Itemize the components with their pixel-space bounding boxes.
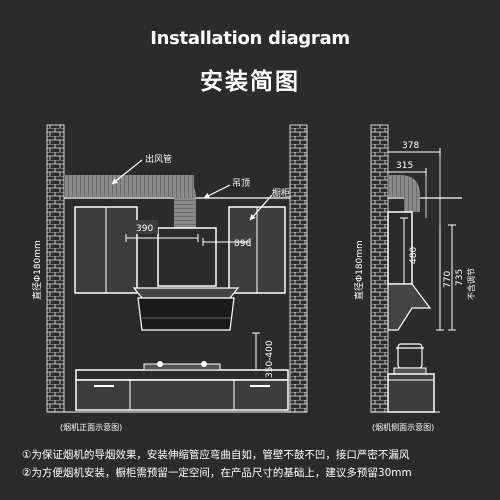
duct-vertical bbox=[174, 198, 196, 228]
countertop bbox=[75, 369, 289, 381]
dim-735-label: 735 bbox=[455, 269, 465, 286]
side-diameter-label: 直径Φ180mm bbox=[353, 240, 365, 300]
front-diameter-label: 直径Φ180mm bbox=[31, 240, 43, 300]
dim-height-label: 350-400 bbox=[265, 340, 275, 378]
label-duct: 出风管 bbox=[145, 153, 172, 165]
pointer-cabinet bbox=[249, 194, 273, 221]
side-note-adjustable: 不含调节 bbox=[466, 268, 476, 300]
note-1: ①为保证烟机的导烟效果，安装伸缩管应弯曲自如，管壁不鼓不凹，接口严密不漏风 bbox=[22, 449, 410, 461]
hood-chimney bbox=[157, 227, 217, 287]
front-wall-left bbox=[46, 124, 65, 413]
title-english: Installation diagram bbox=[150, 28, 350, 49]
pointer-ceiling bbox=[203, 184, 231, 199]
hood-top bbox=[132, 287, 240, 299]
title-chinese: 安装简图 bbox=[200, 69, 300, 95]
dim-480-label: 480 bbox=[409, 247, 419, 264]
dim-770-label: 770 bbox=[443, 271, 453, 288]
dim-896-label: 896 bbox=[234, 239, 251, 249]
note-2: ②为方便烟机安装，橱柜需预留一定空间，在产品尺寸的基础上，建议多预留30mm bbox=[22, 467, 412, 479]
hood-panel bbox=[137, 297, 235, 331]
front-caption: (烟机正面示意图) bbox=[60, 422, 122, 432]
installation-notes: ①为保证烟机的导烟效果，安装伸缩管应弯曲自如，管壁不鼓不凹，接口严密不漏风 ②为… bbox=[22, 446, 492, 482]
dim-390-label: 390 bbox=[136, 224, 153, 234]
side-hood-body bbox=[387, 283, 432, 331]
front-wall-right bbox=[289, 124, 308, 413]
base-cabinet bbox=[75, 379, 289, 411]
dim-378-label: 378 bbox=[402, 141, 419, 151]
front-view: 出风管 吊顶 橱柜 390 896 直径Φ180mm 350-400 (烟机正面… bbox=[31, 124, 308, 432]
side-caption: (烟机侧面示意图) bbox=[372, 422, 434, 432]
dim-315-label: 315 bbox=[396, 161, 413, 171]
side-chimney bbox=[387, 211, 413, 285]
gas-stove bbox=[143, 363, 221, 371]
side-duct bbox=[400, 175, 420, 212]
side-wall bbox=[370, 124, 389, 413]
pointer-duct bbox=[111, 159, 143, 185]
label-ceiling: 吊顶 bbox=[232, 178, 250, 189]
side-view: 378 315 480 770 735 不含调节 直径Φ180mm (烟机侧面示… bbox=[353, 124, 476, 432]
duct-horizontal bbox=[64, 175, 194, 197]
label-cabinet: 橱柜 bbox=[272, 187, 290, 199]
